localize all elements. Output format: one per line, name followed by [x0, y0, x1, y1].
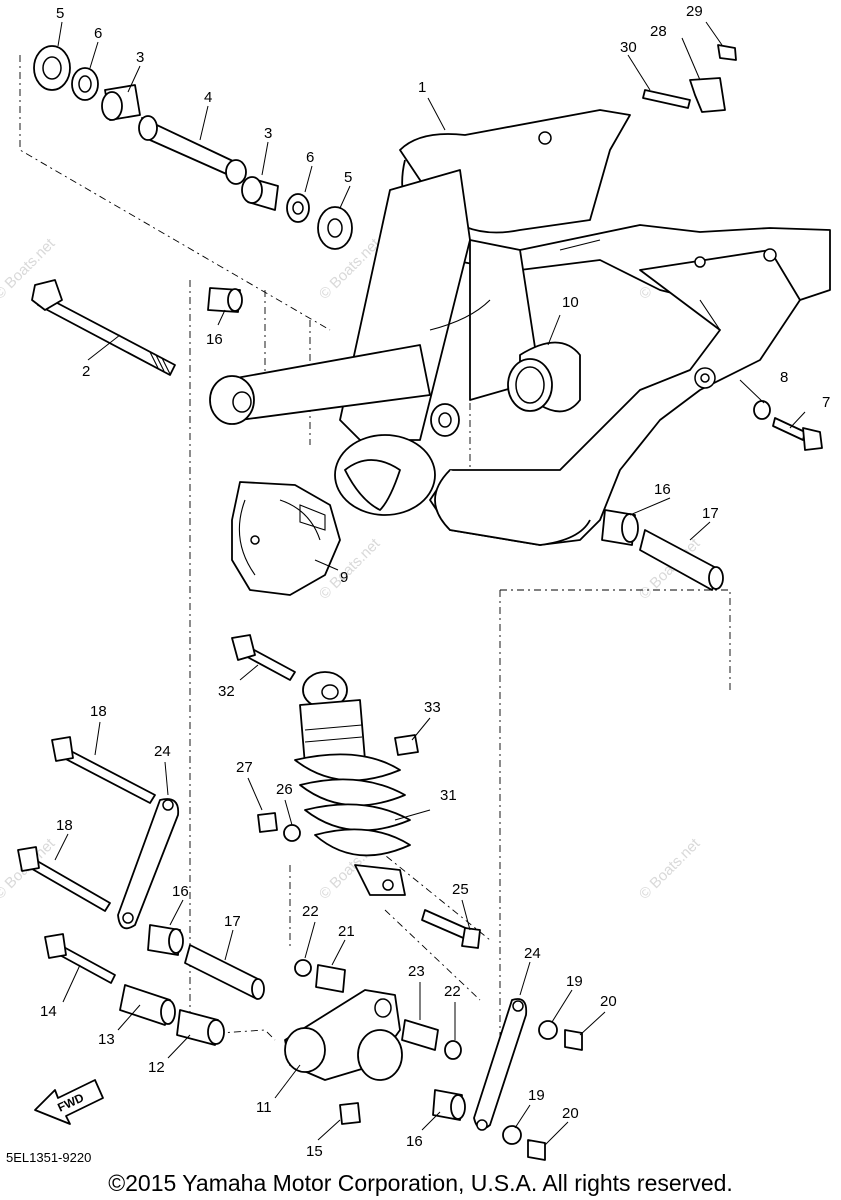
dust-cover: [507, 341, 581, 413]
callout-5: 5: [56, 5, 64, 22]
callout-22: 22: [302, 903, 319, 920]
callout-27: 27: [236, 759, 253, 776]
diagram-code: 5EL1351-9220: [6, 1150, 92, 1165]
upper-bushing: [207, 287, 243, 313]
callout-4: 4: [204, 89, 212, 106]
callout-2: 2: [82, 363, 90, 380]
fwd-arrow: FWD: [34, 1079, 104, 1125]
pivot-tube: [209, 344, 431, 425]
callout-20: 20: [562, 1105, 579, 1122]
right-bolt-washer: [753, 400, 823, 451]
callout-6: 6: [306, 149, 314, 166]
shock-bolts: [231, 634, 481, 949]
callout-16: 16: [206, 331, 223, 348]
callout-8: 8: [780, 369, 788, 386]
callout-15: 15: [306, 1143, 323, 1160]
callout-3: 3: [264, 125, 272, 142]
mount-bracket: [642, 44, 737, 113]
pivot-bolt: [31, 279, 176, 376]
connecting-rod-left: [117, 798, 180, 930]
callout-24: 24: [154, 743, 171, 760]
relay-arm-small-parts: [294, 959, 462, 1060]
callout-18: 18: [90, 703, 107, 720]
link-bolts: [17, 736, 156, 984]
callout-17: 17: [224, 913, 241, 930]
assembly-lines: [19, 55, 731, 1100]
callout-10: 10: [562, 294, 579, 311]
callout-12: 12: [148, 1059, 165, 1076]
callout-9: 9: [340, 569, 348, 586]
callout-11: 11: [256, 1099, 272, 1116]
chain-guard: [231, 481, 341, 596]
callout-25: 25: [452, 881, 469, 898]
callout-23: 23: [408, 963, 425, 980]
callout-20: 20: [600, 993, 617, 1010]
cross-member: [334, 403, 460, 516]
callout-26: 26: [276, 781, 293, 798]
callout-22: 22: [444, 983, 461, 1000]
callout-18: 18: [56, 817, 73, 834]
watermark: © Boats.net: [636, 835, 704, 903]
callout-28: 28: [650, 23, 667, 40]
connecting-rod-right: [339, 998, 583, 1161]
relay-arm: [284, 989, 403, 1081]
pivot-shaft-parts: [33, 45, 353, 250]
callout-30: 30: [620, 39, 637, 56]
callout-14: 14: [40, 1003, 57, 1020]
callout-17: 17: [702, 505, 719, 522]
right-bushing-collar: [601, 509, 724, 591]
callout-labels: 1 2 3 3 4 5 5 6 6 7 8 9 10 11 12 13 14 1…: [40, 3, 830, 1160]
callout-31: 31: [440, 787, 457, 804]
callout-32: 32: [218, 683, 235, 700]
callout-6: 6: [94, 25, 102, 42]
callout-19: 19: [566, 973, 583, 990]
callout-leaders: [54, 21, 806, 1146]
callout-21: 21: [338, 923, 355, 940]
callout-29: 29: [686, 3, 703, 20]
callout-16: 16: [172, 883, 189, 900]
callout-16: 16: [406, 1133, 423, 1150]
callout-5: 5: [344, 169, 352, 186]
callout-19: 19: [528, 1087, 545, 1104]
copyright-notice: ©2015 Yamaha Motor Corporation, U.S.A. A…: [108, 1170, 733, 1196]
callout-13: 13: [98, 1031, 115, 1048]
callout-1: 1: [418, 79, 426, 96]
callout-33: 33: [424, 699, 441, 716]
callout-24: 24: [524, 945, 541, 962]
callout-16: 16: [654, 481, 671, 498]
shock-absorber: [294, 671, 411, 896]
callout-7: 7: [822, 394, 830, 411]
callout-3: 3: [136, 49, 144, 66]
link-collars: [119, 924, 265, 1046]
